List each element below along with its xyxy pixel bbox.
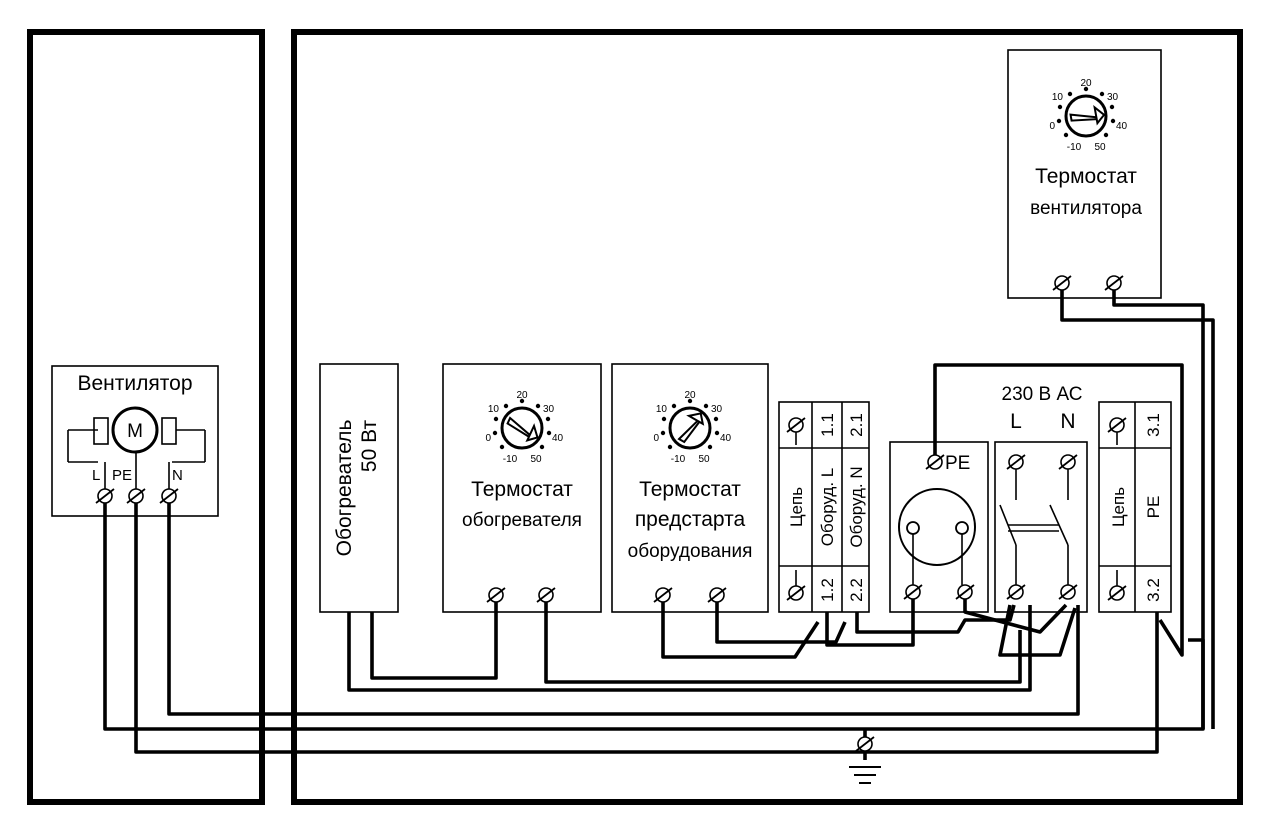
svg-text:20: 20 bbox=[684, 390, 696, 401]
svg-text:20: 20 bbox=[1080, 78, 1092, 89]
fan-enclosure-frame bbox=[27, 29, 265, 805]
heater-label-line2: 50 Вт bbox=[358, 420, 381, 473]
cabinet-enclosure-frame bbox=[291, 29, 1243, 805]
heater-thermostat-label-line2: обогревателя bbox=[462, 510, 582, 531]
fan-thermostat-label-line2: вентилятора bbox=[1030, 198, 1142, 219]
motor-label: M bbox=[127, 421, 143, 442]
svg-text:-10: -10 bbox=[1067, 142, 1082, 153]
breaker-voltage-label: 230 В АС bbox=[1002, 384, 1083, 405]
fan-unit: Вентилятор M L PE N bbox=[51, 365, 219, 517]
svg-text:30: 30 bbox=[543, 404, 555, 415]
svg-text:0: 0 bbox=[1049, 121, 1055, 132]
block1-t22: 2.2 bbox=[847, 578, 866, 602]
fan-terminal-pe-label: PE bbox=[112, 467, 132, 484]
breaker-l-label: L bbox=[1010, 410, 1022, 433]
svg-text:10: 10 bbox=[1052, 92, 1064, 103]
block2-pe-label: PE bbox=[1144, 496, 1163, 519]
prestart-thermostat: 20 10 30 0 40 -10 50 Термостат предстарт… bbox=[611, 363, 769, 613]
svg-text:50: 50 bbox=[1094, 142, 1106, 153]
wiring bbox=[103, 290, 1215, 760]
heater-thermostat: 20 10 30 0 40 -10 50 Термостат обогреват… bbox=[442, 363, 602, 613]
prestart-thermostat-label-line3: оборудования bbox=[628, 541, 753, 562]
fan-thermostat-terminal-1 bbox=[1052, 275, 1072, 291]
heater-thermostat-terminal-2 bbox=[536, 587, 556, 603]
heater-thermostat-terminal-1 bbox=[486, 587, 506, 603]
fan-terminal-l-label: L bbox=[92, 467, 100, 484]
block1-t12: 1.2 bbox=[818, 578, 837, 602]
fan-terminal-n bbox=[159, 488, 179, 504]
block2-t32: 3.2 bbox=[1144, 578, 1163, 602]
heater-label-line1: Обогреватель bbox=[333, 420, 356, 557]
block1-t21: 2.1 bbox=[847, 413, 866, 437]
heater-thermostat-label-line1: Термостат bbox=[471, 478, 573, 501]
svg-text:-10: -10 bbox=[503, 454, 518, 465]
svg-text:0: 0 bbox=[653, 433, 659, 444]
socket: PE bbox=[889, 441, 989, 613]
socket-pe-label: PE bbox=[945, 453, 970, 474]
breaker-terminal-l-top bbox=[1006, 454, 1026, 470]
fan-thermostat: 20 10 30 0 40 -10 50 Термостат вентилято… bbox=[1007, 49, 1162, 299]
block1-t11: 1.1 bbox=[818, 413, 837, 437]
block1-circuit-label: Цепь bbox=[787, 487, 806, 527]
svg-text:0: 0 bbox=[485, 433, 491, 444]
socket-face bbox=[898, 488, 976, 566]
prestart-thermostat-terminal-2 bbox=[707, 587, 727, 603]
fan-label: Вентилятор bbox=[78, 372, 193, 395]
fan-terminal-n-label: N bbox=[172, 467, 183, 484]
svg-text:20: 20 bbox=[516, 390, 528, 401]
prestart-thermostat-label-line2: предстарта bbox=[635, 508, 746, 531]
breaker-n-label: N bbox=[1060, 410, 1075, 433]
socket-terminal-2 bbox=[955, 584, 975, 600]
heater-thermostat-dial: 20 10 30 0 40 -10 50 bbox=[485, 390, 563, 465]
fan-thermostat-terminal-2 bbox=[1104, 275, 1124, 291]
svg-text:30: 30 bbox=[1107, 92, 1119, 103]
fan-terminal-l bbox=[95, 488, 115, 504]
svg-text:30: 30 bbox=[711, 404, 723, 415]
breaker-terminal-n-top bbox=[1058, 454, 1078, 470]
socket-pe-terminal bbox=[925, 454, 945, 470]
fan-thermostat-label-line1: Термостат bbox=[1035, 165, 1137, 188]
breaker-terminal-n-bottom bbox=[1058, 584, 1078, 600]
svg-text:40: 40 bbox=[552, 433, 564, 444]
svg-text:10: 10 bbox=[656, 404, 668, 415]
ground-symbol bbox=[849, 736, 881, 784]
svg-text:10: 10 bbox=[488, 404, 500, 415]
fan-thermostat-dial: 20 10 30 0 40 -10 50 bbox=[1049, 78, 1127, 153]
terminal-block-2: 3.1 Цепь PE 3.2 bbox=[1098, 401, 1172, 613]
socket-terminal-1 bbox=[903, 584, 923, 600]
svg-text:50: 50 bbox=[530, 454, 542, 465]
breaker-terminal-l-bottom bbox=[1006, 584, 1026, 600]
block2-t31: 3.1 bbox=[1144, 413, 1163, 437]
motor-symbol bbox=[111, 406, 159, 454]
fan-terminal-pe bbox=[126, 488, 146, 504]
terminal-block-1: 1.1 2.1 Цепь Оборуд. L Оборуд. N 1.2 2.2 bbox=[778, 401, 870, 613]
prestart-thermostat-terminal-1 bbox=[653, 587, 673, 603]
svg-text:40: 40 bbox=[1116, 121, 1128, 132]
svg-text:-10: -10 bbox=[671, 454, 686, 465]
heater: Обогреватель 50 Вт bbox=[319, 363, 399, 613]
prestart-thermostat-label-line1: Термостат bbox=[639, 478, 741, 501]
svg-text:40: 40 bbox=[720, 433, 732, 444]
svg-text:50: 50 bbox=[698, 454, 710, 465]
block1-col2-label: Оборуд. N bbox=[847, 466, 866, 547]
block2-circuit-label: Цепь bbox=[1109, 487, 1128, 527]
block1-col1-label: Оборуд. L bbox=[818, 468, 837, 546]
circuit-breaker: 230 В АС L N bbox=[994, 384, 1088, 613]
prestart-thermostat-dial: 20 10 30 0 40 -10 50 bbox=[653, 390, 731, 465]
